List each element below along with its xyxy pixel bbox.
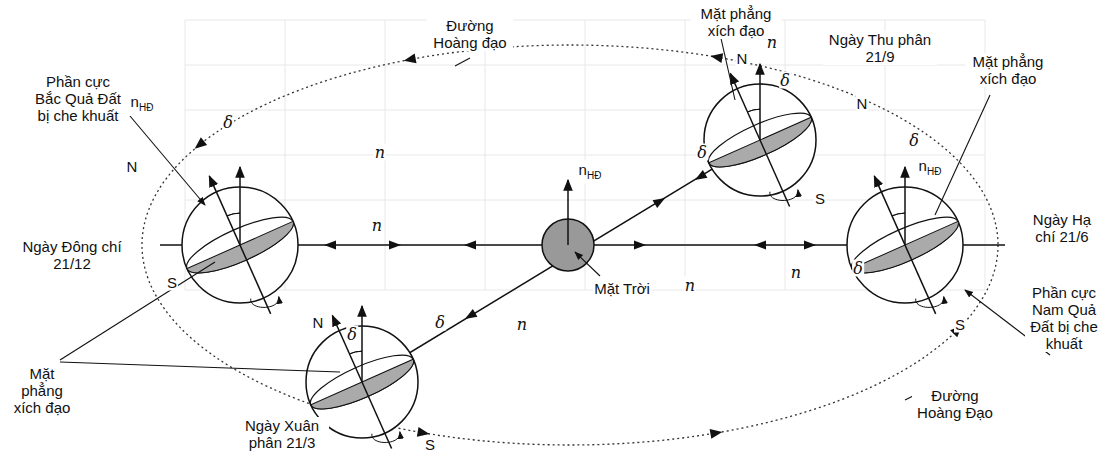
- sun-rays: [324, 170, 816, 365]
- diagram-label: nHĐ: [578, 161, 603, 184]
- diagram-label: n: [374, 144, 386, 161]
- diagram-label: N: [126, 158, 139, 175]
- diagram-label: δ: [346, 326, 358, 343]
- diagram-label: nHĐ: [130, 93, 155, 116]
- diagram-label: Phần cực Nam Quả Đất bị che khuất: [1025, 284, 1103, 352]
- diagram-label: n: [371, 217, 383, 234]
- diagram-label: δ: [779, 72, 791, 89]
- diagram-label: S: [424, 436, 436, 453]
- sun-normal-arrow: [567, 180, 569, 245]
- diagram-label: n: [516, 316, 528, 333]
- diagram-label: N: [856, 95, 869, 112]
- diagram-label: Ngày Thu phân 21/9: [823, 31, 937, 65]
- diagram-label: δ: [434, 314, 446, 331]
- diagram-label: Ngày Xuân phân 21/3: [235, 417, 329, 451]
- ecliptic-orbit: [142, 45, 998, 445]
- diagram-label: δ: [696, 144, 708, 161]
- diagram-label: Đường Hoàng đạo: [427, 17, 513, 51]
- diagram-label: Ngày Đông chí 21/12: [12, 238, 132, 272]
- diagram-label: n: [766, 34, 778, 51]
- diagram-label: S: [814, 190, 826, 207]
- diagram-label: Mặt Trời: [593, 280, 651, 297]
- diagram-label: S: [166, 274, 178, 291]
- diagram-label: Mặt phẳng xích đạo: [8, 365, 76, 416]
- diagram-label: n: [684, 277, 696, 294]
- diagram-label: Mặt phẳng xích đạo: [965, 53, 1051, 87]
- diagram-label: Đường Hoàng Đạo: [912, 387, 998, 421]
- diagram-label: N: [312, 314, 325, 331]
- diagram-label: Phần cực Bắc Quả Đất bị che khuất: [34, 73, 122, 124]
- diagram-label: S: [954, 316, 966, 333]
- diagram-label: nHĐ: [918, 157, 943, 180]
- diagram-label: n: [790, 264, 802, 281]
- diagram-label: δ: [852, 260, 864, 277]
- earths: [180, 64, 964, 449]
- leader-lines: [60, 34, 1050, 400]
- diagram-label: N: [736, 50, 749, 67]
- diagram-label: δ: [222, 114, 234, 131]
- diagram-label: δ: [908, 132, 920, 149]
- faint-grid: [185, 20, 985, 290]
- diagram-label: Ngày Hạ chí 21/6: [1023, 211, 1101, 245]
